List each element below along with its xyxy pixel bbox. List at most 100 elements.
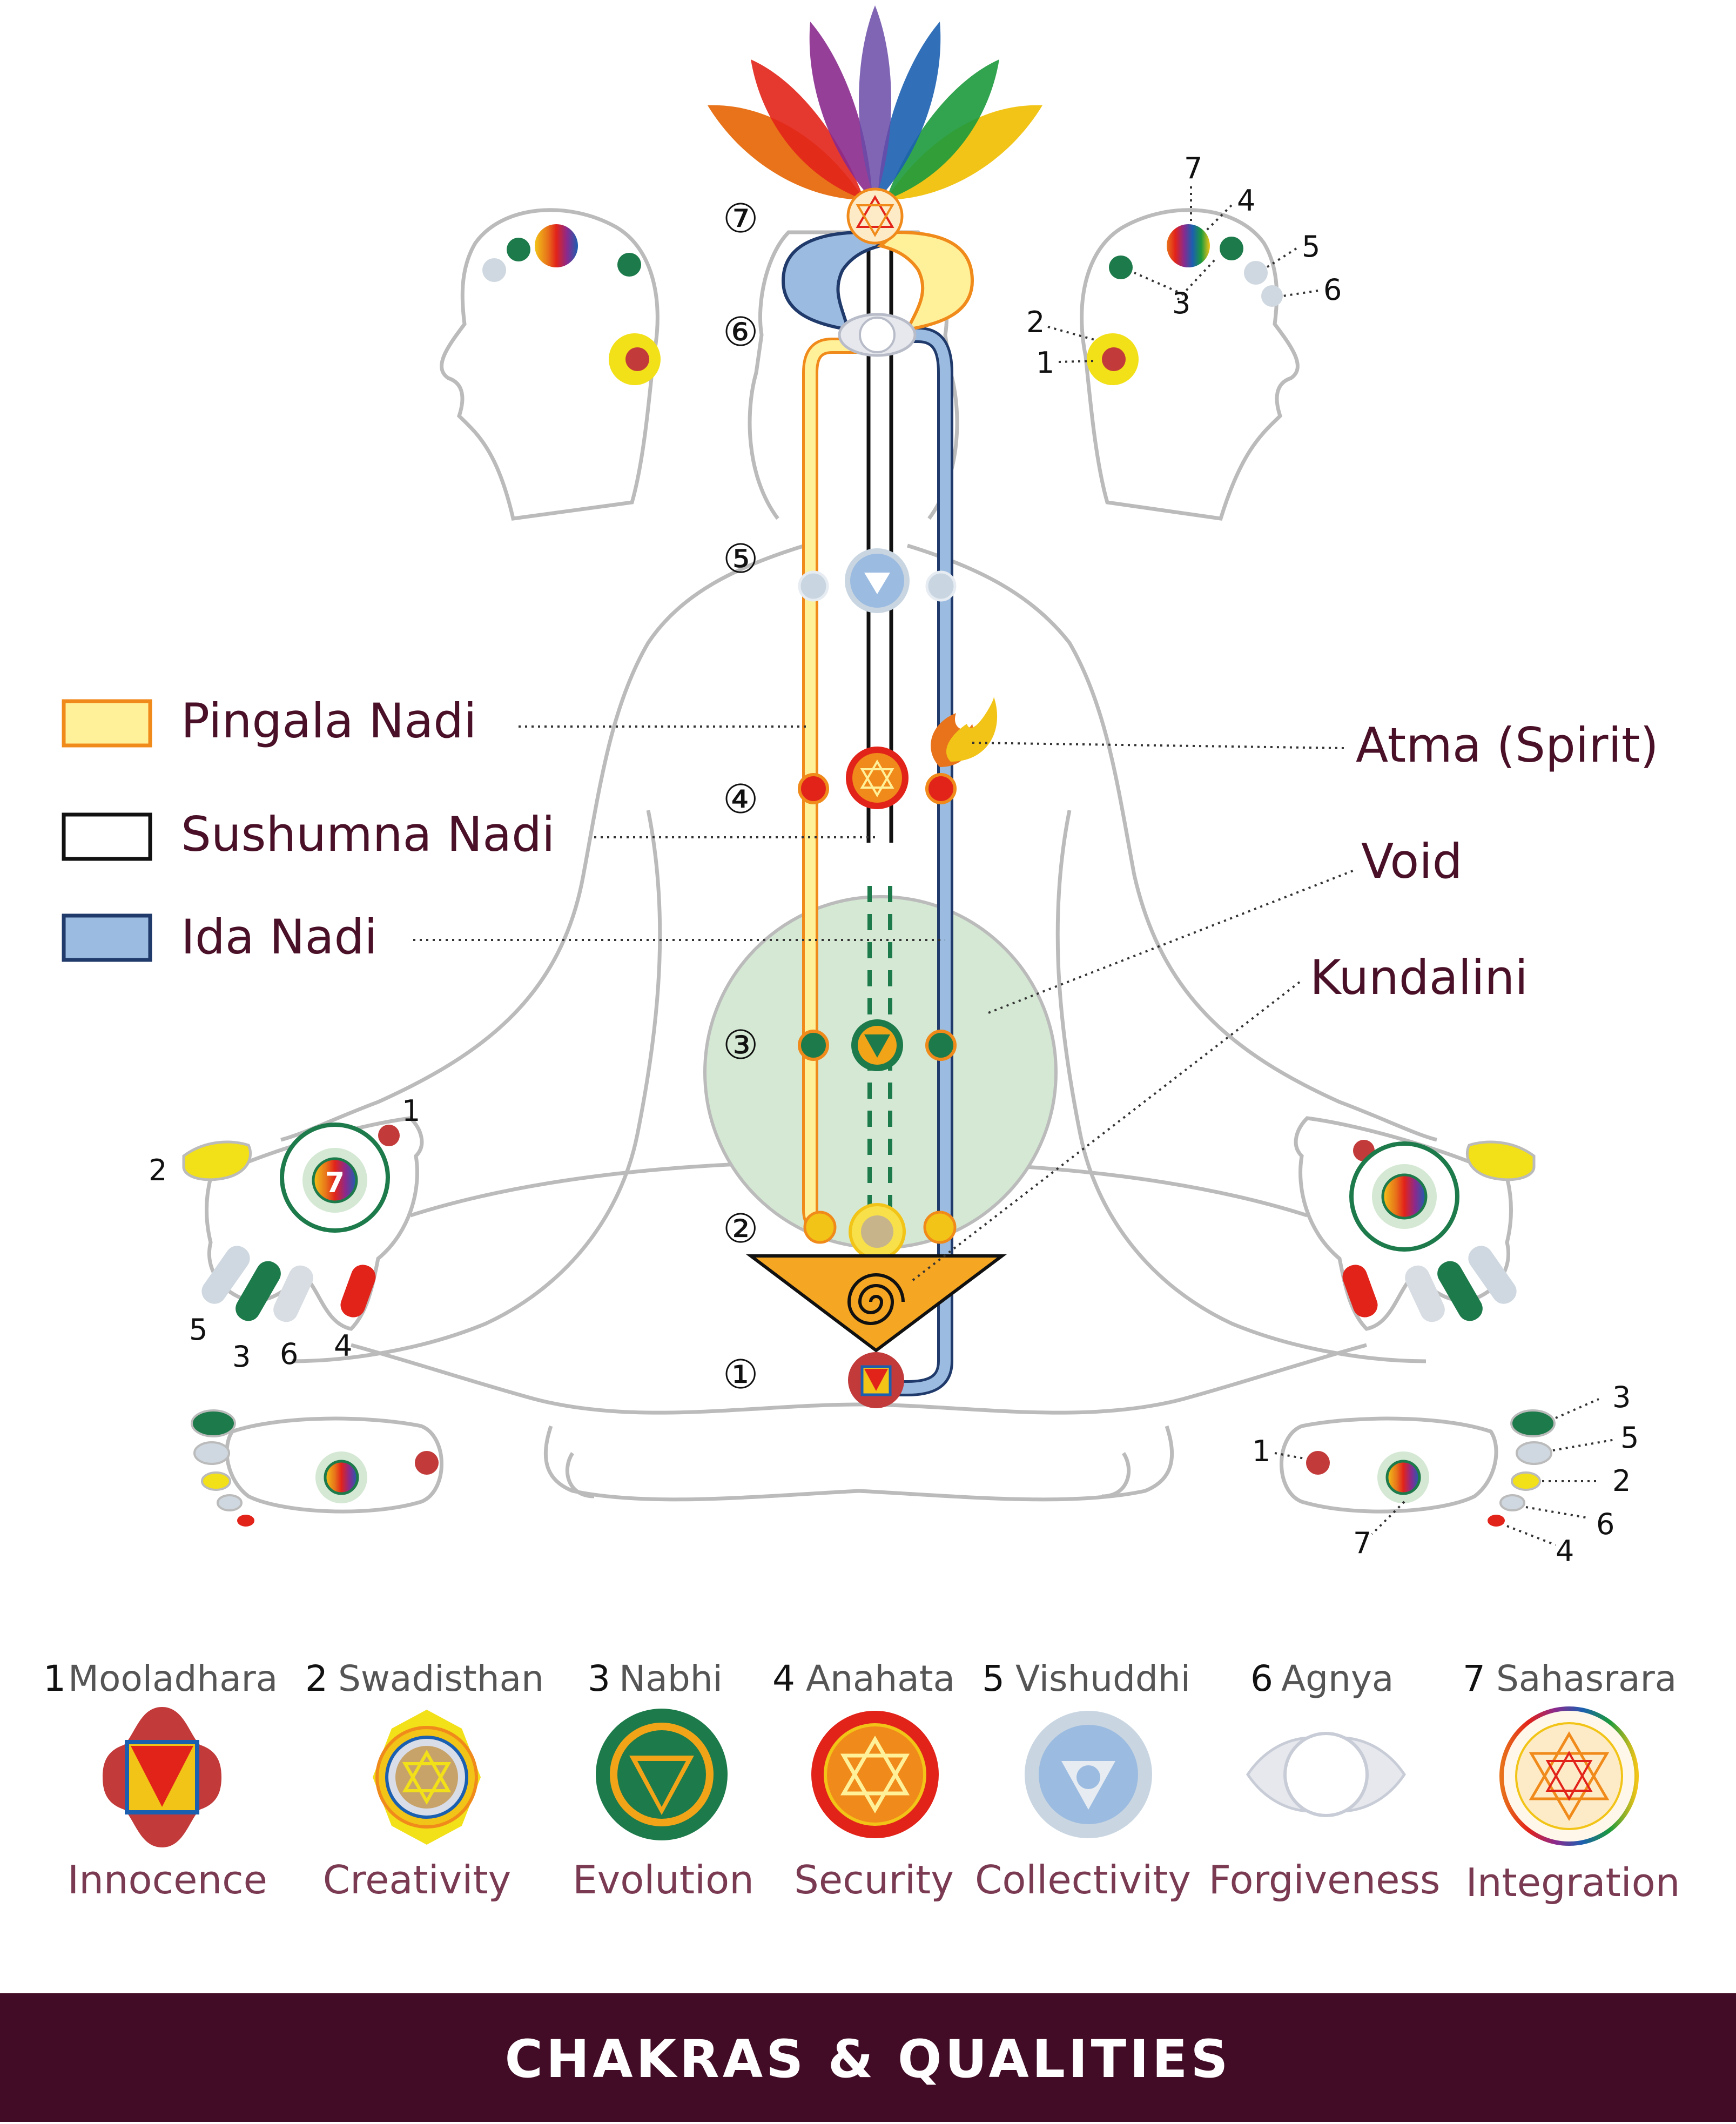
chakra-num-1: 1 [43,1658,66,1699]
pingala-head-loop [877,230,974,332]
chakra-name-4: Anahata [806,1658,955,1699]
quality-7: Integration [1466,1860,1680,1905]
vishuddhi-icon [1025,1711,1152,1838]
center-num-4: ④ [723,776,758,823]
head-right-labels: 7 4 5 3 6 2 1 [1026,151,1342,380]
nabhi-node [798,1019,957,1071]
center-num-1: ① [723,1352,758,1398]
swadisthan-icon [373,1710,481,1845]
void-label: Void [1361,834,1463,889]
sahasrara-top [846,187,904,245]
right-hand [1294,1116,1536,1331]
void-circle [703,895,1058,1249]
left-hand-num-3: 3 [232,1340,251,1374]
head-num-1: 1 [1036,346,1054,380]
chakra-num-6: 6 [1250,1658,1273,1699]
chakra-num-4: 4 [772,1658,795,1699]
center-num-5: ⑤ [723,536,758,582]
footer-bar: CHAKRAS & QUALITIES [0,1993,1736,2122]
center-num-2: ② [723,1206,758,1252]
head-left-points [482,224,661,385]
chakra-name-5: Vishuddhi [1015,1658,1190,1699]
legend-item-sushumna: Sushumna Nadi [62,806,555,862]
foot-num-3: 3 [1612,1380,1631,1414]
chakra-item-vishuddhi: 5 Vishuddhi Collectivity [975,1658,1191,1903]
legend: Pingala Nadi Sushumna Nadi Ida Nadi [62,693,945,965]
legend-item-ida: Ida Nadi [62,909,378,965]
foot-num-2: 2 [1612,1464,1631,1498]
nabhi-icon [596,1709,728,1840]
head-num-6: 6 [1323,273,1342,307]
anahata-icon [811,1711,939,1838]
vishuddhi-node [798,548,957,613]
foot-num-6: 6 [1596,1507,1614,1541]
chakra-num-3: 3 [588,1658,610,1699]
swadisthan-node [803,1203,957,1260]
head-num-3: 3 [1172,286,1190,320]
left-hand-num-5: 5 [189,1313,207,1347]
mooladhara-node [848,1352,904,1408]
chakra-name-3: Nabhi [619,1658,723,1699]
left-hand-num-1: 1 [402,1094,420,1128]
chakra-row: 1 Mooladhara Innocence 2 Swadisthan Crea… [43,1658,1680,1905]
left-hand-num-2: 2 [149,1153,167,1187]
legend-item-pingala: Pingala Nadi [62,693,477,749]
chakra-name-2: Swadisthan [338,1658,544,1699]
agnya-node [838,313,917,357]
left-hand-num-4: 4 [334,1329,352,1363]
atma-flame-icon [931,697,998,767]
legend-label-sushumna: Sushumna Nadi [181,806,555,862]
chakra-item-nabhi: 3 Nabhi Evolution [573,1658,754,1903]
quality-5: Collectivity [975,1857,1191,1903]
left-foot [191,1409,443,1527]
center-num-7: ⑦ [723,196,758,242]
chakra-num-7: 7 [1463,1658,1485,1699]
ida-head-loop [781,230,884,332]
anahata-node [798,747,957,809]
head-num-5: 5 [1302,230,1320,264]
quality-1: Innocence [68,1857,267,1903]
sahasrara-icon [1499,1706,1639,1846]
agnya-icon [1246,1732,1407,1817]
chakra-name-7: Sahasrara [1496,1658,1677,1699]
left-hand: 7 1 2 5 3 6 4 [149,1094,424,1374]
head-right [1080,208,1300,521]
center-num-3: ③ [723,1022,758,1068]
footer-title: CHAKRAS & QUALITIES [504,2029,1231,2089]
chakra-item-mooladhara: 1 Mooladhara Innocence [43,1658,278,1903]
left-hand-center-num: 7 [325,1167,345,1199]
head-num-2: 2 [1026,305,1045,339]
foot-num-7: 7 [1353,1526,1371,1560]
legend-label-pingala: Pingala Nadi [181,693,477,749]
chakra-num-2: 2 [305,1658,328,1699]
annotations: Atma (Spirit) Void Kundalini [912,717,1659,1281]
kundalini-label: Kundalini [1310,950,1528,1005]
head-right-points [1087,224,1283,385]
kundalini-triangle [746,1254,1007,1353]
legend-label-ida: Ida Nadi [181,909,378,965]
foot-num-5: 5 [1620,1421,1639,1455]
lotus-crown [708,5,1042,200]
head-num-7: 7 [1184,151,1202,185]
right-foot: 3 5 2 1 6 7 4 [1252,1380,1639,1568]
chakra-item-swadisthan: 2 Swadisthan Creativity [305,1658,544,1903]
center-numbers: ⑦ ⑥ ⑤ ④ ③ ② ① [723,196,758,1398]
foot-num-4: 4 [1556,1534,1574,1568]
quality-4: Security [794,1857,954,1903]
legend-leaders [413,725,945,941]
chakra-item-sahasrara: 7 Sahasrara Integration [1463,1658,1680,1905]
chakra-num-5: 5 [982,1658,1005,1699]
chakra-name-1: Mooladhara [68,1658,278,1699]
center-num-6: ⑥ [723,309,758,355]
mooladhara-icon [103,1707,221,1847]
chakra-item-agnya: 6 Agnya Forgiveness [1209,1658,1441,1903]
head-num-4: 4 [1237,184,1255,218]
quality-2: Creativity [323,1857,511,1903]
left-hand-num-6: 6 [280,1337,298,1371]
quality-6: Forgiveness [1209,1857,1441,1903]
quality-3: Evolution [573,1857,754,1903]
atma-label: Atma (Spirit) [1356,717,1659,773]
chakra-item-anahata: 4 Anahata Security [772,1658,955,1903]
